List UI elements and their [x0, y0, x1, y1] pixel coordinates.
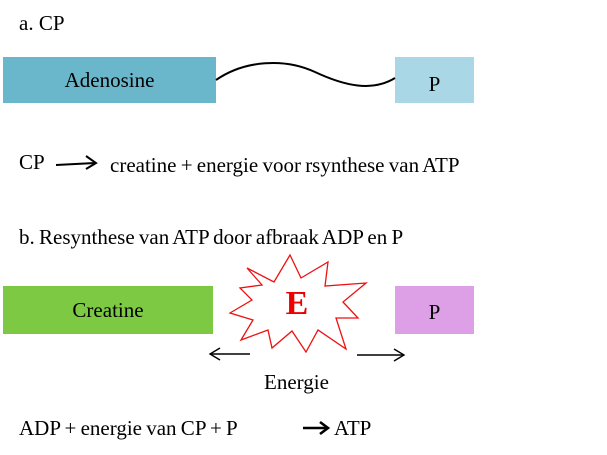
section-b-heading: b. Resynthese van ATP door afbraak ADP e… — [19, 225, 404, 249]
equation-arrow-icon — [303, 420, 331, 436]
adenosine-box: Adenosine — [3, 57, 216, 103]
reaction-arrow-icon — [55, 155, 98, 170]
reaction-a-right: creatine + energie voor rsynthese van AT… — [110, 153, 460, 177]
equation-left: ADP + energie van CP + P — [19, 416, 238, 440]
energy-arrow-right-icon — [357, 348, 406, 362]
phosphate-box-a: P — [395, 57, 474, 103]
adenosine-label: Adenosine — [64, 67, 155, 92]
energy-symbol: E — [285, 285, 309, 322]
creatine-box: Creatine — [3, 286, 213, 334]
bond-wave — [215, 62, 396, 87]
phosphate-label-a: P — [428, 71, 441, 96]
energy-arrow-left-icon — [208, 347, 250, 361]
creatine-label: Creatine — [72, 297, 144, 322]
phosphate-box-b: P — [395, 286, 474, 334]
reaction-a-left: CP — [19, 150, 45, 174]
energy-label: Energie — [264, 370, 329, 394]
equation-right: ATP — [334, 416, 372, 440]
phosphate-label-b: P — [428, 299, 441, 324]
section-a-heading: a. CP — [19, 11, 65, 35]
